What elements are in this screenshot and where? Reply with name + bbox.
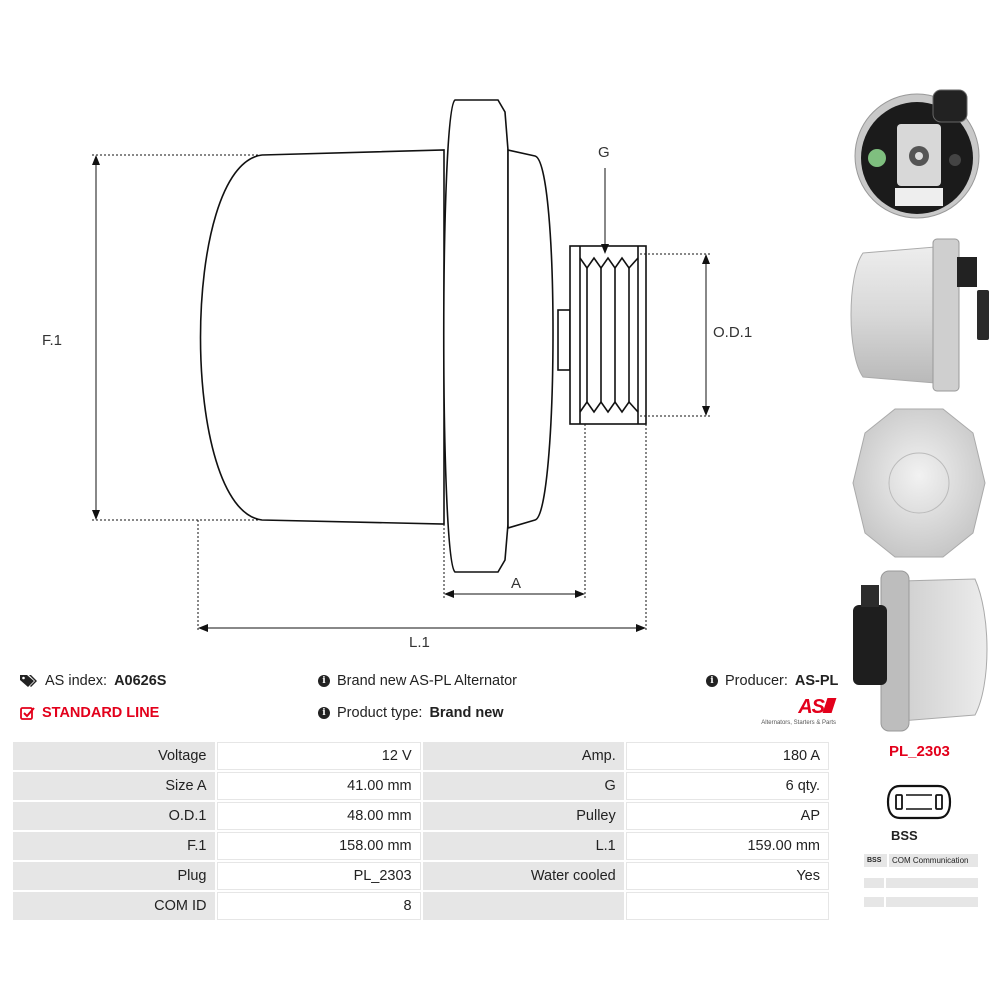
as-index: AS index: A0626S (20, 673, 166, 689)
spec-value: 180 A (625, 742, 829, 770)
as-index-label: AS index: (45, 673, 108, 689)
legend-row (864, 878, 978, 888)
legend-code (864, 897, 884, 907)
spec-value: 8 (216, 892, 421, 920)
dimension-label-f1: F.1 (42, 332, 63, 349)
spec-value: 159.00 mm (625, 832, 829, 860)
pulley-outline (569, 245, 647, 425)
product-photo-rear[interactable] (845, 80, 993, 230)
product-photo-front[interactable] (845, 403, 993, 563)
standard-line-badge: STANDARD LINE (20, 705, 159, 721)
spec-value: 48.00 mm (216, 802, 421, 830)
plug-connector-label: BSS (891, 828, 918, 843)
product-type-label: Product type: (337, 705, 423, 721)
spec-value (625, 892, 829, 920)
as-pl-logo: AS Alternators, Starters & Parts (752, 696, 837, 730)
table-row: COM ID 8 (13, 892, 829, 920)
product-photo-angle[interactable] (845, 565, 993, 735)
spec-key: COM ID (13, 892, 215, 920)
spec-key: G (422, 772, 624, 800)
logo-tagline: Alternators, Starters & Parts (761, 720, 836, 726)
spec-key: Size A (13, 772, 215, 800)
legend-desc (886, 897, 978, 907)
dimension-label-od1: O.D.1 (713, 324, 753, 341)
spec-value: 158.00 mm (216, 832, 421, 860)
spec-value: 12 V (216, 742, 421, 770)
legend-desc: COM Communication (889, 854, 978, 867)
plug-code-link[interactable]: PL_2303 (889, 743, 950, 760)
alternator-front-housing (507, 149, 554, 530)
producer: i Producer: AS-PL (706, 673, 838, 689)
spec-value: 6 qty. (625, 772, 829, 800)
legend-code: BSS (864, 854, 887, 867)
spec-value: AP (625, 802, 829, 830)
spec-value: Yes (625, 862, 829, 890)
spec-key: Voltage (13, 742, 215, 770)
legend-row: BSS COM Communication (864, 854, 978, 867)
dimension-label-g: G (598, 144, 610, 161)
spec-value[interactable]: PL_2303 (216, 862, 421, 890)
dimension-label-a: A (511, 575, 522, 592)
logo-text: AS (798, 696, 825, 718)
spec-key: Water cooled (422, 862, 624, 890)
table-row: Voltage 12 V Amp. 180 A (13, 742, 829, 770)
alternator-shaft (557, 309, 571, 371)
legend-desc (886, 878, 978, 888)
pulley-grooves-bottom (579, 400, 639, 414)
legend-row (864, 897, 978, 907)
tags-icon (20, 675, 37, 687)
spec-key: O.D.1 (13, 802, 215, 830)
spec-value: 41.00 mm (216, 772, 421, 800)
description-text: Brand new AS-PL Alternator (337, 673, 518, 689)
spec-key: Amp. (422, 742, 624, 770)
product-photo-side[interactable] (845, 235, 993, 395)
info-icon: i (318, 707, 330, 719)
product-type-value: Brand new (429, 705, 504, 721)
spec-key (422, 892, 624, 920)
table-row: F.1 158.00 mm L.1 159.00 mm (13, 832, 829, 860)
spec-key: F.1 (13, 832, 215, 860)
logo-slash (822, 698, 837, 713)
producer-value: AS-PL (794, 673, 839, 689)
table-row: Plug PL_2303 Water cooled Yes (13, 862, 829, 890)
producer-label: Producer: (725, 673, 788, 689)
checkbox-icon (20, 707, 35, 720)
plug-connector-icon (886, 784, 952, 820)
technical-drawing (92, 99, 710, 632)
legend-code (864, 878, 884, 888)
table-row: Size A 41.00 mm G 6 qty. (13, 772, 829, 800)
alternator-body-outline (199, 149, 445, 525)
standard-line-text: STANDARD LINE (42, 705, 160, 721)
pulley-grooves-top (579, 256, 639, 270)
spec-key: Pulley (422, 802, 624, 830)
product-type: i Product type: Brand new (318, 705, 504, 721)
info-icon: i (706, 675, 718, 687)
dimension-label-l1: L.1 (409, 634, 430, 651)
product-description: i Brand new AS-PL Alternator (318, 673, 517, 689)
info-icon: i (318, 675, 330, 687)
spec-key: Plug (13, 862, 215, 890)
as-index-value: A0626S (114, 673, 167, 689)
plug-legend: BSS COM Communication (864, 854, 978, 907)
spec-key: L.1 (422, 832, 624, 860)
alternator-flange-outline (442, 99, 509, 573)
table-row: O.D.1 48.00 mm Pulley AP (13, 802, 829, 830)
spec-table: Voltage 12 V Amp. 180 A Size A 41.00 mm … (11, 740, 831, 922)
